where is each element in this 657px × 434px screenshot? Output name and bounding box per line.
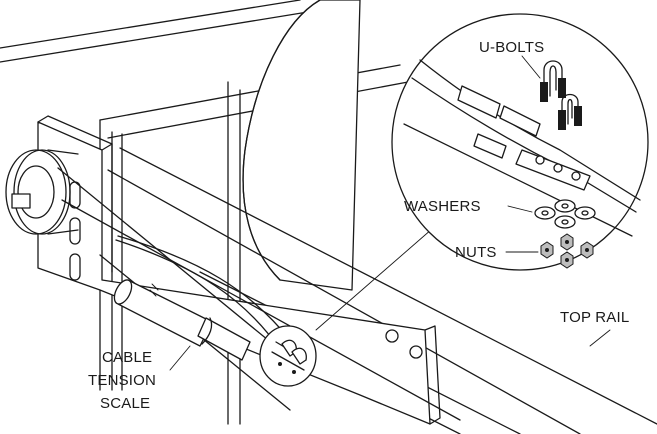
winch-pulley bbox=[5, 149, 79, 235]
slot-lower bbox=[69, 253, 81, 281]
label-nuts: NUTS bbox=[455, 244, 497, 261]
mounting-plate bbox=[37, 115, 441, 425]
label-washers: WASHERS bbox=[404, 198, 481, 215]
label-u-bolts: U-BOLTS bbox=[479, 39, 544, 56]
detail-magnifier bbox=[391, 13, 649, 271]
nuts bbox=[540, 233, 594, 269]
label-top-rail: TOP RAIL bbox=[560, 309, 629, 326]
plate-bolts bbox=[385, 329, 423, 359]
label-cable-tension-scale-line1: CABLE bbox=[102, 349, 152, 366]
detail-leader-line bbox=[315, 221, 441, 331]
slot-upper bbox=[69, 181, 81, 209]
cable-tension-scale bbox=[113, 279, 251, 361]
label-leaders bbox=[169, 55, 611, 371]
washers bbox=[534, 199, 596, 229]
u-bolts bbox=[540, 60, 582, 130]
cable-clamp bbox=[259, 325, 317, 387]
label-cable-tension-scale-line3: SCALE bbox=[100, 395, 150, 412]
winch-shaft bbox=[11, 193, 31, 209]
bale-roll bbox=[242, 0, 361, 291]
label-cable-tension-scale-line2: TENSION bbox=[88, 372, 156, 389]
